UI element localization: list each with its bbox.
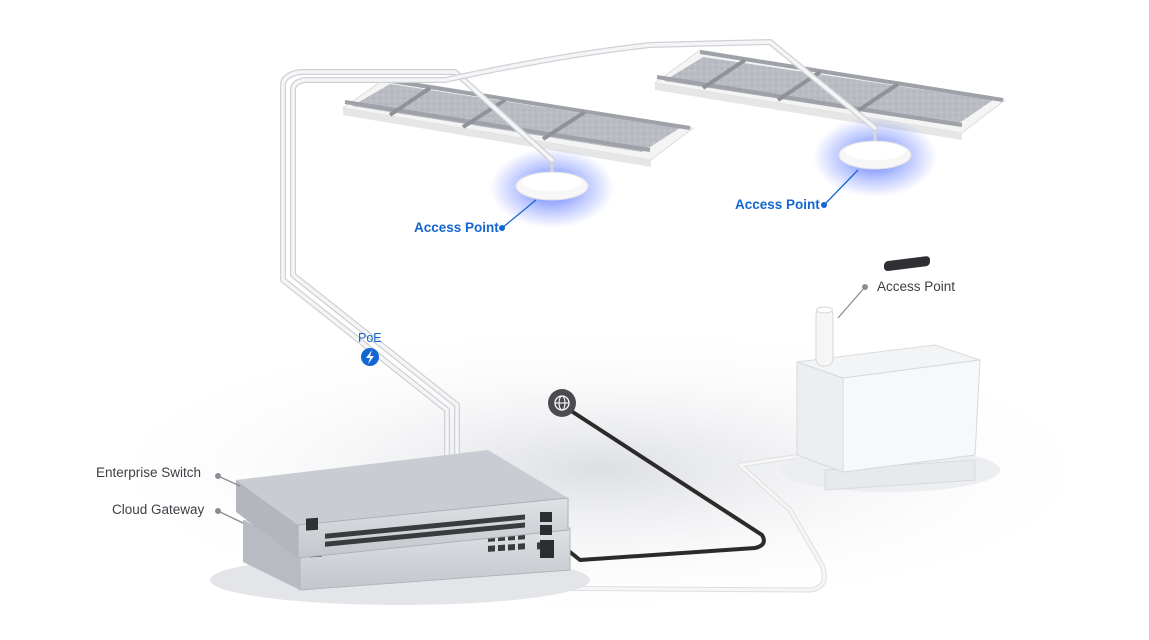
ethernet-cables	[280, 39, 878, 593]
cloud-gateway-label: Cloud Gateway	[112, 502, 205, 517]
globe-icon	[548, 389, 576, 417]
lightning-bolt-icon	[361, 348, 379, 366]
switch-stack	[210, 450, 590, 605]
enterprise-switch-label: Enterprise Switch	[96, 465, 202, 480]
access-point-label-1: Access Point	[414, 220, 499, 235]
access-point-ceiling-1	[490, 148, 614, 228]
access-point-label-3: Access Point	[877, 279, 956, 294]
poe-label: PoE	[358, 331, 382, 345]
label-connectors	[215, 169, 868, 524]
outdoor-access-point	[780, 256, 1000, 492]
access-point-label-2: Access Point	[735, 197, 820, 212]
access-point-ceiling-2	[813, 117, 937, 197]
internet-cable	[553, 403, 766, 562]
ceiling-panel-left	[341, 77, 695, 167]
